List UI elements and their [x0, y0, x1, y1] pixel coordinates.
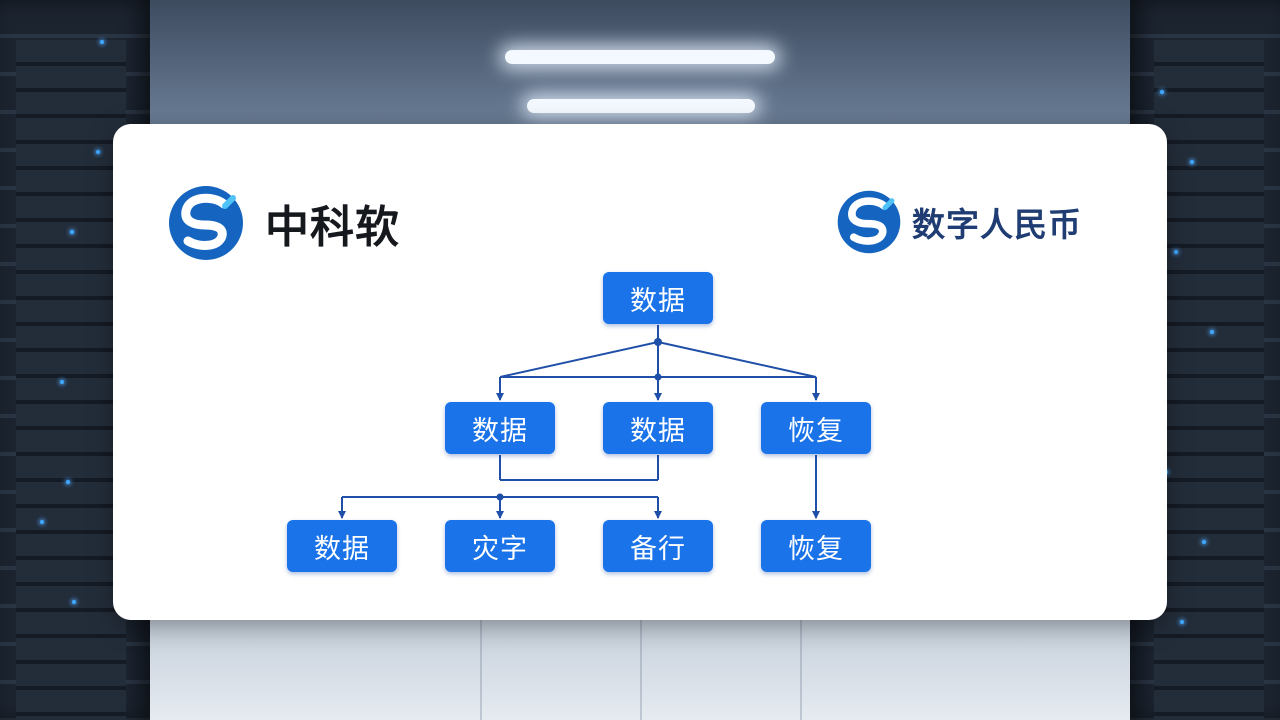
junction-dot	[654, 373, 662, 381]
server-rack-right	[1130, 0, 1280, 720]
edge-line	[499, 341, 659, 378]
rack-panel	[1154, 40, 1264, 720]
zhongkeruan-logo: 中科软	[167, 184, 400, 262]
status-led	[72, 600, 76, 604]
diagram-connectors	[338, 325, 820, 519]
status-led	[1174, 250, 1178, 254]
ceiling-light	[505, 50, 775, 64]
floor	[150, 610, 1130, 720]
rack-panel	[16, 40, 126, 720]
floor-tile-line	[800, 610, 802, 720]
status-led	[1160, 90, 1164, 94]
floor-tile-line	[480, 610, 482, 720]
node-recovery-upper: 恢复	[761, 402, 871, 454]
status-led	[60, 380, 64, 384]
status-led	[1180, 620, 1184, 624]
brand-name: 数字人民币	[912, 205, 1082, 244]
node-disaster: 灾字	[445, 520, 555, 572]
brand-name: 中科软	[265, 202, 400, 253]
node-data-left: 数据	[445, 402, 555, 454]
status-led	[1210, 330, 1214, 334]
floor-tile-line	[640, 610, 642, 720]
node-backup: 备行	[603, 520, 713, 572]
status-led	[40, 520, 44, 524]
digital-rmb-logo: 数字人民币	[836, 189, 1082, 255]
status-led	[100, 40, 104, 44]
status-led	[96, 150, 100, 154]
junction-dot	[654, 338, 662, 346]
s-swirl-logo-icon	[837, 190, 901, 254]
junction-dot	[496, 493, 504, 501]
node-data-bottom: 数据	[287, 520, 397, 572]
s-swirl-logo-icon	[169, 186, 243, 260]
status-led	[66, 480, 70, 484]
status-led	[1190, 160, 1194, 164]
node-data-middle: 数据	[603, 402, 713, 454]
status-led	[70, 230, 74, 234]
status-led	[1202, 540, 1206, 544]
node-data-top: 数据	[603, 272, 713, 324]
edge-line	[657, 341, 817, 378]
diagram-card: 中科软 数字人民币	[113, 124, 1167, 620]
ceiling-light	[527, 99, 755, 113]
node-recovery-lower: 恢复	[761, 520, 871, 572]
